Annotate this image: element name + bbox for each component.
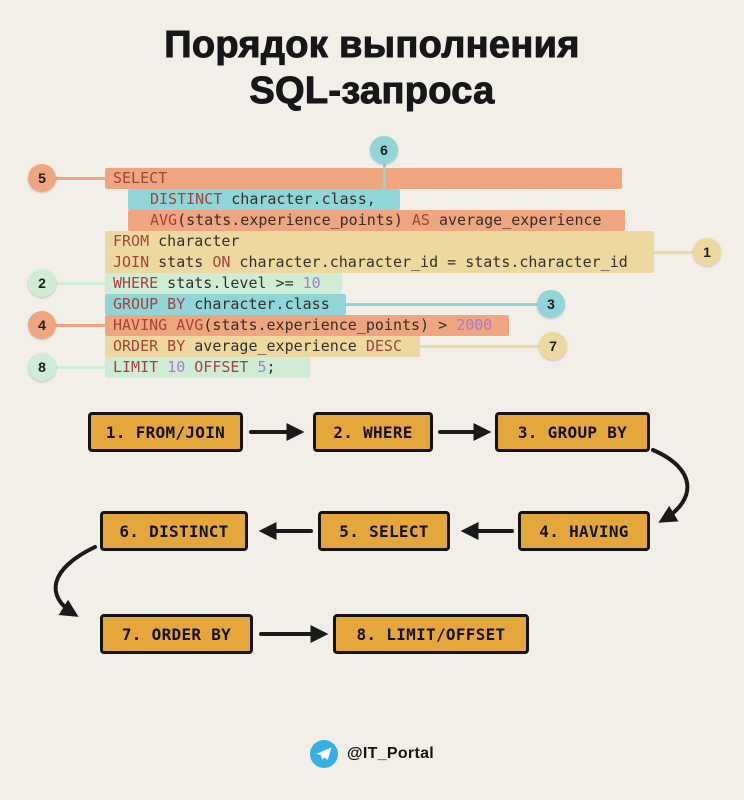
footer: @IT_Portal [0, 740, 744, 768]
code-token-plain: character.class [185, 295, 330, 313]
channel-handle: @IT_Portal [346, 745, 435, 762]
flow-arrows [53, 423, 690, 643]
code-line: JOIN stats ON character.character_id = s… [113, 252, 628, 273]
code-token-plain: (stats.experience_points) > [203, 316, 457, 334]
badge-connector [55, 177, 107, 180]
code-line: AVG(stats.experience_points) AS average_… [150, 210, 602, 231]
code-token-keyword: GROUP BY [113, 295, 186, 313]
code-token-keyword: FROM [113, 232, 150, 250]
code-token-number: 2000 [456, 316, 493, 334]
title-line-2: SQL-запроса [249, 70, 495, 113]
flow-box: 4. HAVING [518, 511, 650, 551]
code-token-keyword: LIMIT [113, 358, 159, 376]
badge-connector [55, 366, 107, 369]
code-line: GROUP BY character.class [113, 294, 330, 315]
code-token-plain: character [149, 232, 240, 250]
code-token-keyword: AVG [176, 316, 204, 334]
code-token-keyword: HAVING [113, 316, 168, 334]
step-badge: 2 [28, 269, 56, 297]
step-badge: 4 [28, 311, 56, 339]
code-token-plain: (stats.experience_points) [177, 211, 412, 229]
code-token-plain: character.class, [222, 190, 376, 208]
code-line: ORDER BY average_experience DESC [113, 336, 402, 357]
code-token-keyword: WHERE [113, 274, 159, 292]
step-badge: 3 [537, 290, 565, 318]
code-token-plain [248, 358, 257, 376]
code-line-highlight [128, 189, 400, 210]
step-badge: 6 [370, 136, 398, 164]
code-line-highlight [105, 336, 420, 357]
code-token-plain: stats.level >= [158, 274, 303, 292]
code-token-keyword: DESC [365, 337, 402, 355]
code-token-plain [167, 316, 176, 334]
code-line: DISTINCT character.class, [150, 189, 376, 210]
code-token-plain: ; [266, 358, 276, 376]
code-token-plain: character.character_id = stats.character… [230, 253, 628, 271]
code-token-number: 10 [167, 358, 186, 376]
code-token-keyword: ON [212, 253, 231, 271]
arrow-6-to-7 [53, 545, 97, 617]
code-line-highlight [105, 294, 346, 315]
step-badge: 8 [28, 353, 56, 381]
code-line: SELECT [113, 168, 167, 189]
code-token-number: 10 [302, 274, 321, 292]
page-title: Порядок выполнения SQL-запроса [0, 22, 744, 115]
step-badge: 1 [693, 238, 721, 266]
arrow-3-to-4 [651, 448, 690, 523]
badge-connector [418, 345, 542, 348]
flow-box: 2. WHERE [313, 412, 433, 452]
code-token-keyword: AVG [150, 211, 178, 229]
step-badge: 5 [28, 164, 56, 192]
code-token-keyword: ORDER BY [113, 337, 186, 355]
code-token-keyword: JOIN [113, 253, 150, 271]
step-badge: 7 [539, 332, 567, 360]
flow-box: 6. DISTINCT [100, 511, 248, 551]
code-line-highlight [105, 273, 342, 294]
flow-box: 8. LIMIT/OFFSET [333, 614, 529, 654]
code-line: LIMIT 10 OFFSET 5; [113, 357, 276, 378]
title-line-1: Порядок выполнения [164, 23, 580, 66]
flow-box: 5. SELECT [318, 511, 450, 551]
flow-box: 3. GROUP BY [495, 412, 650, 452]
badge-connector [55, 324, 107, 327]
code-line-highlight [128, 210, 625, 231]
badge-connector [55, 282, 107, 285]
code-line: HAVING AVG(stats.experience_points) > 20… [113, 315, 492, 336]
code-line-highlight [105, 357, 310, 378]
code-token-number: 5 [257, 358, 267, 376]
code-token-plain [158, 358, 167, 376]
code-token-keyword: DISTINCT [150, 190, 223, 208]
code-line-highlight [105, 252, 654, 273]
code-line-highlight [105, 315, 509, 336]
telegram-icon [309, 740, 338, 768]
code-token-keyword: SELECT [113, 169, 168, 187]
badge-connector [383, 162, 386, 191]
code-line-highlight [105, 231, 654, 252]
code-token-plain: average_experience [429, 211, 602, 229]
code-line: WHERE stats.level >= 10 [113, 273, 321, 294]
flow-box: 1. FROM/JOIN [88, 412, 243, 452]
flow-box: 7. ORDER BY [100, 614, 253, 654]
code-line-highlight [105, 168, 622, 189]
code-token-plain [185, 358, 194, 376]
code-line: FROM character [113, 231, 239, 252]
code-token-keyword: OFFSET [194, 358, 249, 376]
code-token-plain: average_experience [185, 337, 366, 355]
badge-connector [344, 303, 540, 306]
code-token-plain: stats [149, 253, 213, 271]
badge-connector [652, 251, 696, 254]
code-token-keyword: AS [411, 211, 430, 229]
